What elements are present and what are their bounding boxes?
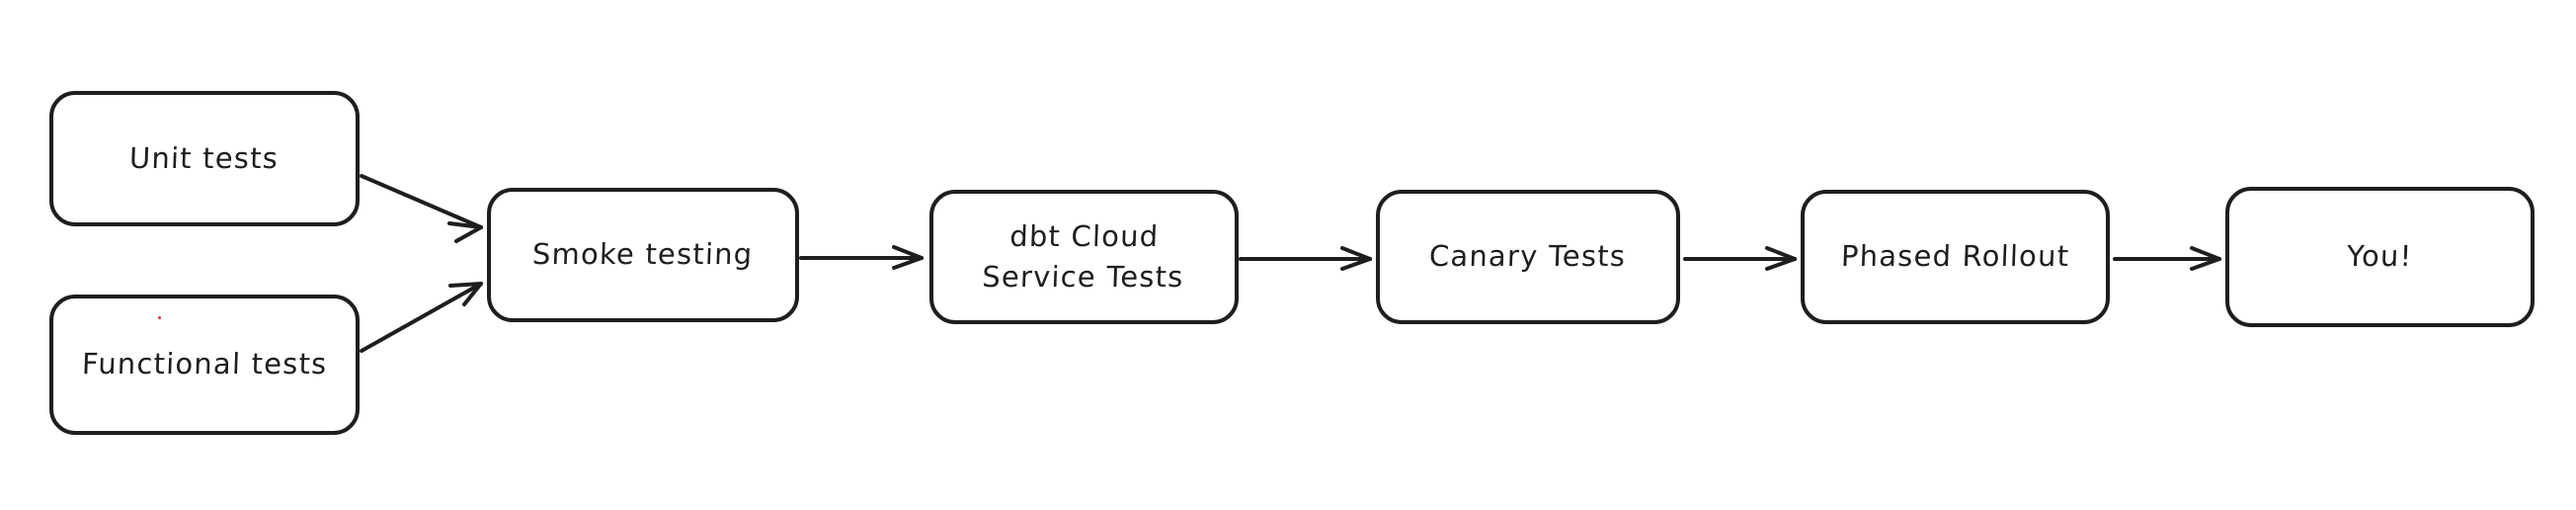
node-dbt-cloud-service-tests-label: dbt Cloud Service Tests <box>982 218 1185 294</box>
node-phased-rollout-label: Phased Rollout <box>1840 239 2070 274</box>
node-smoke-testing-label: Smoke testing <box>531 237 755 272</box>
node-unit-tests-label: Unit tests <box>128 140 281 175</box>
node-dbt-cloud-service-tests[interactable]: dbt Cloud Service Tests <box>929 190 1239 324</box>
stray-mark <box>158 316 161 319</box>
node-functional-tests[interactable]: Functional tests <box>49 295 360 435</box>
arrow-unit-to-smoke <box>360 174 483 243</box>
arrow-smoke-to-dbt <box>799 245 924 270</box>
node-you[interactable]: You! <box>2225 187 2535 327</box>
node-canary-tests-label: Canary Tests <box>1428 239 1628 274</box>
node-you-label: You! <box>2346 239 2414 274</box>
node-functional-tests-label: Functional tests <box>81 347 328 382</box>
node-canary-tests[interactable]: Canary Tests <box>1376 190 1680 324</box>
arrow-phased-to-you <box>2113 246 2221 271</box>
arrow-functional-to-smoke <box>360 282 483 353</box>
arrow-dbt-to-canary <box>1239 246 1372 271</box>
node-unit-tests[interactable]: Unit tests <box>49 91 360 226</box>
arrow-canary-to-phased <box>1683 246 1797 271</box>
node-smoke-testing[interactable]: Smoke testing <box>487 188 799 322</box>
node-phased-rollout[interactable]: Phased Rollout <box>1801 190 2110 324</box>
